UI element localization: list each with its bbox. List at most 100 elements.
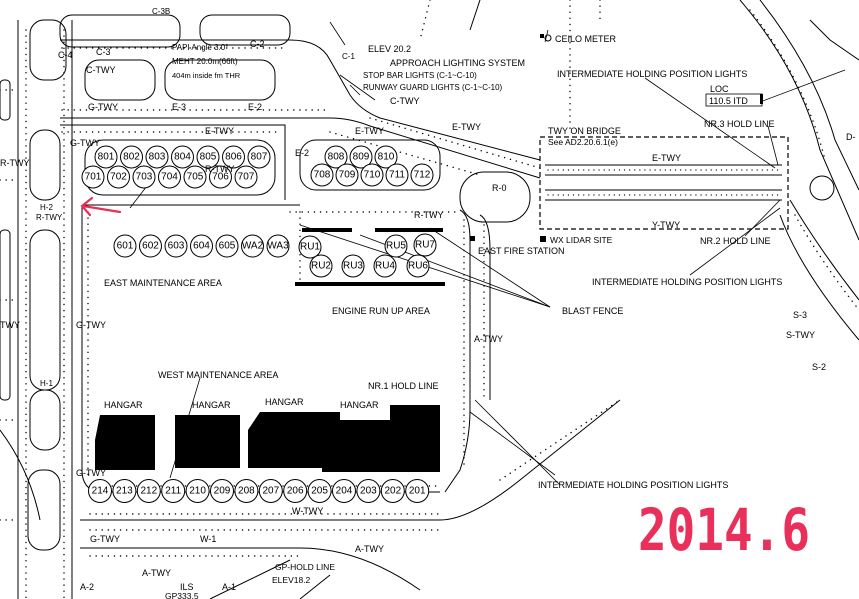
stand-number: 202 [384,486,401,497]
stand-RU6: RU6 [406,254,430,278]
stop-bar-lights: STOP BAR LIGHTS (C-1~C-10) [363,71,477,80]
engine-run-up-area: ENGINE RUN UP AREA [332,306,430,316]
stand-circle [183,165,207,189]
stand-212: 212 [136,479,161,503]
twy-on-bridge [539,136,835,230]
stand-circle [81,165,105,189]
hangar-3: HANGAR [265,397,304,407]
stand-number: RU7 [415,240,435,251]
stand-circle [380,479,405,503]
stand-circle [185,479,210,503]
stand-206: 206 [283,479,308,503]
papi-line-3: 404m inside fm THR [172,71,241,80]
stand-807: 807 [247,145,271,169]
date-stamp-text: 2014.6 [638,500,810,560]
twy-c2: C-2 [250,39,265,49]
stand-605: 605 [215,234,239,258]
stand-number: 601 [117,241,134,252]
gp-label: GP333.5 [165,591,199,599]
stand-number: 706 [212,172,229,183]
stand-number: 203 [360,486,377,497]
loc-label: LOC [710,84,729,94]
twy-g-mid: G-TWY [76,320,106,330]
twy-h1: H-1 [40,379,53,388]
stand-number: RU1 [300,242,320,253]
twy-a-right: A-TWY [474,334,503,344]
stand-207: 207 [258,479,283,503]
twy-g-left: G-TWY [70,138,100,148]
stand-RU3: RU3 [341,254,365,278]
stand-number: WA2 [242,241,264,252]
stand-number: 604 [193,241,210,252]
stand-214: 214 [88,479,112,503]
twy-edge-left: TWY [0,320,20,330]
loc-frequency: 110.5 ITD [709,96,748,106]
stand-circle [139,234,162,258]
twy-c4: C-4 [58,50,73,60]
stand-703: 703 [132,165,156,189]
twy-w1: W-1 [200,534,216,544]
twy-s: S-TWY [786,330,815,340]
stand-number: 701 [85,172,102,183]
stand-number: 205 [311,486,328,497]
stand-number: RU3 [343,261,363,272]
ceilo-meter: CEILO METER [555,34,617,44]
stand-202: 202 [380,479,405,503]
stand-circle [335,163,359,187]
stand-circle [298,235,322,259]
stand-RU5: RU5 [384,234,408,258]
stand-circle [196,145,220,169]
stand-604: 604 [190,234,213,258]
twy-e2-top: E-2 [248,102,262,112]
stand-circle [360,163,384,187]
stand-circle [413,233,437,257]
stand-number: 703 [136,172,153,183]
stand-RU4: RU4 [373,254,397,278]
stand-circle [94,145,118,169]
stand-203: 203 [356,479,381,503]
stand-705: 705 [183,165,207,189]
stand-circle [247,145,271,169]
stand-WA3: WA3 [266,234,290,258]
stand-209: 209 [210,479,234,503]
twy-e-left: E-TWY [205,126,234,136]
stand-circle [349,145,373,169]
stand-RU7: RU7 [413,233,437,257]
stand-number: 801 [98,152,115,163]
stand-number: 808 [328,152,345,163]
ihpl-mid: INTERMEDIATE HOLDING POSITION LIGHTS [592,277,782,287]
twy-s2: S-2 [812,362,826,372]
twy-a2: A-2 [80,582,94,592]
stand-number: 807 [251,152,268,163]
stand-number: 712 [414,170,431,181]
stand-601: 601 [113,234,137,258]
twy-r0: R-0 [492,183,507,193]
stand-number: 207 [262,486,279,497]
stand-circle [164,234,188,258]
stand-circle [136,479,161,503]
nr2-hold-line: NR.2 HOLD LINE [700,236,771,246]
twy-e2-mid: E-2 [295,148,309,158]
stand-number: 206 [287,486,304,497]
stand-number: WA3 [267,241,289,252]
stand-709: 709 [335,163,359,187]
stand-805: 805 [196,145,220,169]
stand-number: 212 [140,486,157,497]
twy-c-left: C-TWY [86,65,116,75]
stand-circle [374,145,398,169]
papi-line-1: PAPI Angle 3.0° [172,43,228,52]
hangars [95,405,440,472]
stand-number: 804 [174,152,191,163]
twy-h2: H-2 [40,203,53,212]
stand-number: RU6 [408,261,428,272]
stand-circle [258,479,283,503]
stand-number: 214 [92,486,109,497]
stand-number: 805 [200,152,217,163]
stand-204: 204 [332,479,356,503]
stand-number: 201 [409,486,426,497]
stand-803: 803 [145,145,169,169]
stand-711: 711 [385,163,409,187]
stand-number: 803 [149,152,166,163]
